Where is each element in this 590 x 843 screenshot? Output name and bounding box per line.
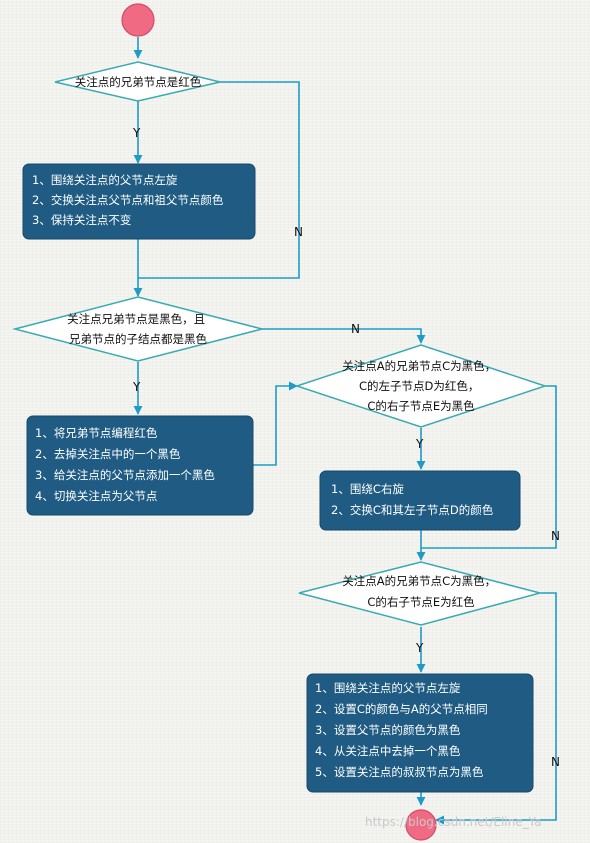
decision-text: 关注点A的兄弟节点C为黑色， [342, 574, 496, 588]
decision-2: 关注点兄弟节点是黑色，且 兄弟节点的子结点都是黑色 [12, 296, 263, 362]
process-box [306, 673, 534, 793]
process-line: 4、从关注点中去掉一个黑色 [315, 744, 461, 758]
connector-d3-no [421, 385, 557, 549]
decision-diamond [54, 61, 221, 102]
decision-text: 关注点A的兄弟节点C为黑色， [342, 359, 496, 373]
svg-text:1、将兄弟节点编程红色 2、去掉关注点中的一个黑: 1、将兄弟节点编程红色 2、去掉关注点中的一个黑色 3、给关注点的父节点添加一个… [35, 426, 218, 503]
process-line: 3、保持关注点不变 [32, 213, 131, 227]
process-line: 2、设置C的颜色与A的父节点相同 [315, 702, 488, 716]
process-line: 1、围绕关注点的父节点左旋 [315, 681, 461, 695]
decision-text: C的右子节点E为黑色 [367, 399, 475, 413]
decision-text: 关注点的兄弟节点是红色 [75, 75, 202, 89]
process-1: 1、围绕关注点的父节点左旋 2、交换关注点父节点和祖父节点颜色 3、保持关注点不… [22, 163, 256, 240]
decision-diamond [12, 296, 263, 362]
process-box [22, 163, 256, 240]
process-line: 3、设置父节点的颜色为黑色 [315, 723, 461, 737]
process-2: 1、将兄弟节点编程红色 2、去掉关注点中的一个黑色 3、给关注点的父节点添加一个… [26, 415, 254, 516]
svg-text:关注点A的兄弟节点C为黑色， C的左子节点D为红: 关注点A的兄弟节点C为黑色， C的左子节点D为红色， C的右子节点E为黑色 [342, 359, 500, 413]
process-box [26, 415, 254, 516]
decision-text: 兄弟节点的子结点都是黑色 [69, 332, 207, 346]
yes-label: Y [132, 126, 141, 140]
start-terminal [121, 3, 155, 37]
connector-p2-to-d3 [253, 381, 298, 466]
yes-label: Y [132, 380, 141, 394]
process-line: 1、围绕C右旋 [331, 482, 404, 496]
process-4: 1、围绕关注点的父节点左旋 2、设置C的颜色与A的父节点相同 3、设置父节点的颜… [306, 673, 534, 793]
end-terminal [405, 809, 437, 841]
process-line: 2、交换C和其左子节点D的颜色 [331, 503, 494, 517]
connector-d4-no [435, 592, 557, 825]
no-label: N [551, 755, 560, 769]
process-line: 5、设置关注点的叔叔节点为黑色 [315, 765, 484, 779]
process-line: 3、给关注点的父节点添加一个黑色 [35, 468, 215, 482]
decision-text: C的左子节点D为红色， [359, 379, 479, 393]
yes-label: Y [415, 437, 424, 451]
svg-text:关注点兄弟节点是黑色，且 兄弟节点的子结点都是黑: 关注点兄弟节点是黑色，且 兄弟节点的子结点都是黑色 [67, 312, 209, 346]
process-line: 2、去掉关注点中的一个黑色 [35, 447, 181, 461]
process-line: 1、将兄弟节点编程红色 [35, 426, 158, 440]
svg-text:1、围绕C右旋 2、交换C和其左子节点D的颜色: 1、围绕C右旋 2、交换C和其左子节点D的颜色 [331, 482, 494, 517]
svg-text:关注点A的兄弟节点C为黑色， C的右子节点E为红: 关注点A的兄弟节点C为黑色， C的右子节点E为红色 [342, 574, 500, 609]
connector-d2-no [262, 328, 426, 344]
branch-labels: Y N N Y Y N Y N [132, 126, 560, 769]
process-3: 1、围绕C右旋 2、交换C和其左子节点D的颜色 [319, 470, 521, 531]
process-box [319, 470, 521, 531]
decision-1: 关注点的兄弟节点是红色 [54, 61, 221, 102]
svg-text:1、围绕关注点的父节点左旋 2、设置C的颜色与A: 1、围绕关注点的父节点左旋 2、设置C的颜色与A的父节点相同 3、设置父节点的颜… [315, 681, 491, 779]
yes-label: Y [415, 641, 424, 655]
connector-d1-no [138, 81, 300, 279]
process-line: 2、交换关注点父节点和祖父节点颜色 [32, 193, 224, 207]
decision-diamond [294, 344, 548, 428]
svg-text:关注点的兄弟节点是红色: 关注点的兄弟节点是红色 [75, 75, 202, 89]
decision-text: 关注点兄弟节点是黑色，且 [67, 312, 205, 326]
connectors [133, 37, 557, 825]
decision-text: C的右子节点E为红色 [367, 595, 475, 609]
decision-4: 关注点A的兄弟节点C为黑色， C的右子节点E为红色 [298, 561, 543, 626]
svg-text:1、围绕关注点的父节点左旋 2、交换关注点父节点: 1、围绕关注点的父节点左旋 2、交换关注点父节点和祖父节点颜色 3、保持关注点不… [32, 173, 227, 227]
no-label: N [351, 322, 360, 336]
no-label: N [551, 529, 560, 543]
no-label: N [294, 225, 303, 239]
process-line: 1、围绕关注点的父节点左旋 [32, 173, 178, 187]
decision-3: 关注点A的兄弟节点C为黑色， C的左子节点D为红色， C的右子节点E为黑色 [294, 344, 548, 428]
decision-diamond [298, 561, 543, 626]
watermark-text: https://blog.csdn.net/Eline_Ya [365, 815, 542, 829]
process-line: 4、切换关注点为父节点 [35, 489, 157, 503]
